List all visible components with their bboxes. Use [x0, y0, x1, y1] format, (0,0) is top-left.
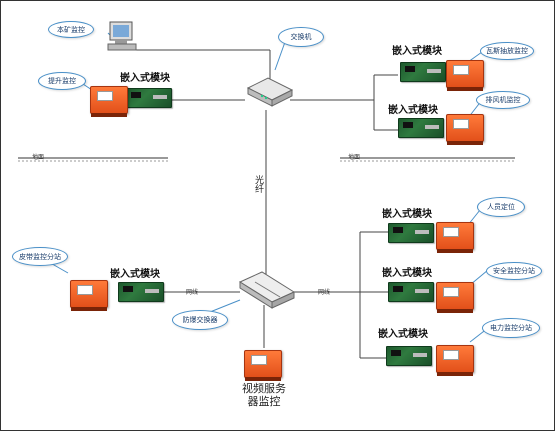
callout-safety-monitor: 安全监控分站	[486, 262, 542, 280]
callout-mine-monitor: 本矿监控	[48, 21, 94, 38]
fan-monitor-label: 排风机监控	[485, 96, 521, 104]
embedded-module-label-gas: 嵌入式模块	[392, 46, 442, 57]
callout-gas-drainage: 瓦斯抽放监控	[480, 42, 534, 60]
safety-device-icon	[436, 282, 474, 313]
hoist-device-icon	[90, 86, 128, 117]
embedded-module-label-safety: 嵌入式模块	[382, 268, 432, 279]
callout-power-monitor: 电力监控分站	[482, 318, 540, 338]
mine-monitor-label: 本矿监控	[57, 25, 85, 34]
callout-fan-monitor: 排风机监控	[476, 91, 530, 109]
fiber-label: 光纤	[253, 175, 263, 193]
field-switch-icon	[238, 271, 296, 309]
power-monitor-label: 电力监控分站	[490, 324, 532, 332]
embedded-module-label-personnel: 嵌入式模块	[382, 209, 432, 220]
embedded-module-label-hoist: 嵌入式模块	[120, 73, 170, 84]
gas-device-icon	[446, 60, 484, 91]
embedded-module-fan-icon	[398, 118, 444, 138]
embedded-module-personnel-icon	[388, 223, 434, 243]
computer-icon	[107, 21, 137, 51]
callout-personnel-location: 人员定位	[477, 197, 525, 217]
belt-device-icon	[70, 280, 108, 311]
personnel-device-icon	[436, 222, 474, 253]
switch-label: 交换机	[290, 33, 312, 41]
network-line-label-left: 网线	[186, 289, 199, 296]
gas-drainage-label: 瓦斯抽放监控	[486, 47, 528, 55]
power-device-icon	[436, 345, 474, 376]
ground-label-right: 地面	[348, 154, 361, 161]
callout-hoist-monitor: 提升监控	[38, 72, 86, 90]
callout-belt-monitor: 皮带监控分站	[12, 247, 68, 266]
embedded-module-safety-icon	[388, 282, 434, 302]
video-server-label: 视频服务器监控	[242, 382, 286, 408]
ground-label-left: 地面	[32, 154, 45, 161]
network-line-label-right: 网线	[318, 289, 331, 296]
video-server-device-icon	[244, 350, 282, 381]
field-switch-label: 防爆交换器	[182, 316, 218, 324]
personnel-location-label: 人员定位	[487, 203, 515, 211]
embedded-module-label-power: 嵌入式模块	[378, 329, 428, 340]
callout-field-switch: 防爆交换器	[172, 310, 228, 330]
hoist-monitor-label: 提升监控	[48, 77, 76, 85]
embedded-module-gas-icon	[400, 62, 446, 82]
embedded-module-label-belt: 嵌入式模块	[110, 269, 160, 280]
embedded-module-belt-icon	[118, 282, 164, 302]
belt-monitor-label: 皮带监控分站	[19, 252, 61, 261]
switch-icon	[246, 77, 294, 107]
safety-monitor-label: 安全监控分站	[493, 267, 535, 275]
callout-switch: 交换机	[278, 27, 324, 47]
embedded-module-label-fan: 嵌入式模块	[388, 105, 438, 116]
embedded-module-hoist-icon	[126, 88, 172, 108]
embedded-module-power-icon	[386, 346, 432, 366]
fan-device-icon	[446, 114, 484, 145]
